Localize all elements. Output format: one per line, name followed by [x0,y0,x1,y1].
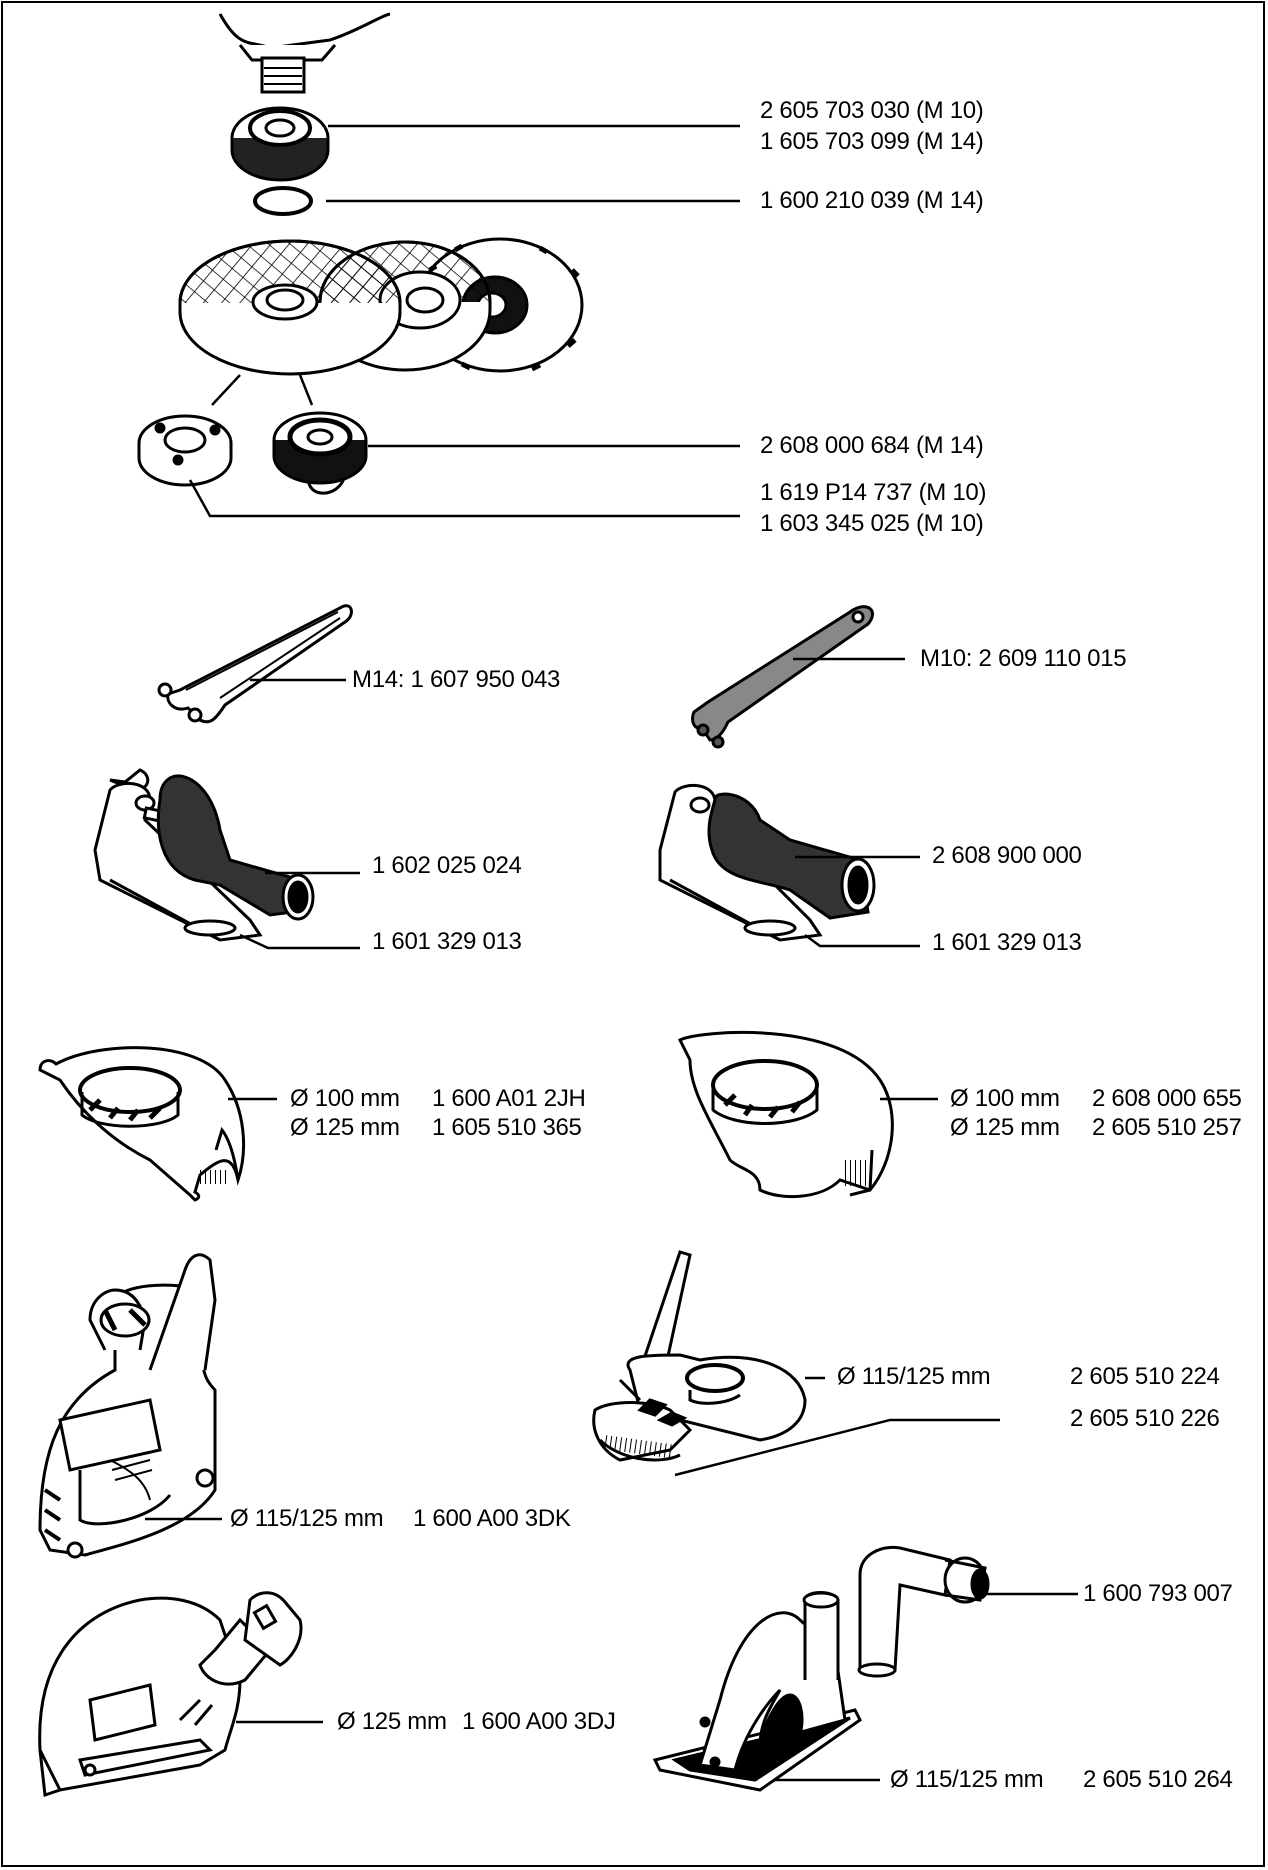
part-number-nut-m10-a: 1 619 P14 737 (M 10) [760,479,987,506]
brush-hood-part-2: 2 605 510 226 [1070,1405,1220,1432]
guard-left-part-2: 1 605 510 365 [432,1114,582,1141]
part-number-handle-left: 1 602 025 024 [372,852,522,879]
part-number-flange-m14: 1 605 703 099 (M 14) [760,128,984,155]
o-ring-icon [253,186,313,216]
clamping-nut-icon [137,414,233,487]
protection-guard-left-icon [38,1046,246,1202]
part-number-clamp-nut: 2 608 000 684 (M 14) [760,432,984,459]
auxiliary-handle-right-icon [658,783,876,942]
protection-guard-right-icon [677,1030,894,1199]
cutting-hood-part: 1 600 A00 3DJ [462,1708,616,1735]
extraction-hood-part: 1 600 A00 3DK [413,1505,571,1532]
part-number-bracket-right: 1 601 329 013 [932,929,1082,956]
part-number-spanner-m14: M14: 1 607 950 043 [352,666,561,693]
quick-clamp-nut-icon [272,411,368,495]
part-number-nut-m10-b: 1 603 345 025 (M 10) [760,510,984,537]
dust-extraction-brush-hood-icon [592,1250,807,1462]
cutting-guide-extraction-hood-icon [38,1591,303,1798]
spindle-icon [218,12,391,94]
extraction-elbow-icon [857,1545,990,1678]
two-pin-spanner-m10-icon [691,605,874,749]
extraction-hood-diameter: Ø 115/125 mm [230,1505,384,1532]
cutting-guide-part: 2 605 510 264 [1083,1766,1233,1793]
guard-right-part-1: 2 608 000 655 [1092,1085,1242,1112]
part-number-handle-right: 2 608 900 000 [932,842,1082,869]
cutting-discs-icon [178,237,584,376]
extraction-hood-icon [38,1253,217,1559]
mounting-flange-icon [230,106,330,182]
part-number-spanner-m10: M10: 2 609 110 015 [920,645,1127,672]
part-number-o-ring: 1 600 210 039 (M 14) [760,187,984,214]
guard-right-diameter-2: Ø 125 mm [950,1114,1060,1141]
cutting-guide-icon [652,1591,862,1792]
cutting-hood-diameter: Ø 125 mm [337,1708,447,1735]
guard-left-diameter-2: Ø 125 mm [290,1114,400,1141]
guard-left-part-1: 1 600 A01 2JH [432,1085,586,1112]
brush-hood-part-1: 2 605 510 224 [1070,1363,1220,1390]
cutting-guide-diameter: Ø 115/125 mm [890,1766,1044,1793]
part-number-bracket-left: 1 601 329 013 [372,928,522,955]
brush-hood-diameter: Ø 115/125 mm [837,1363,991,1390]
part-number-elbow: 1 600 793 007 [1083,1580,1233,1607]
auxiliary-handle-left-icon [93,768,315,942]
guard-left-diameter-1: Ø 100 mm [290,1085,400,1112]
part-number-flange-m10: 2 605 703 030 (M 10) [760,97,984,124]
guard-right-diameter-1: Ø 100 mm [950,1085,1060,1112]
guard-right-part-2: 2 605 510 257 [1092,1114,1242,1141]
two-pin-spanner-m14-icon [157,604,353,724]
